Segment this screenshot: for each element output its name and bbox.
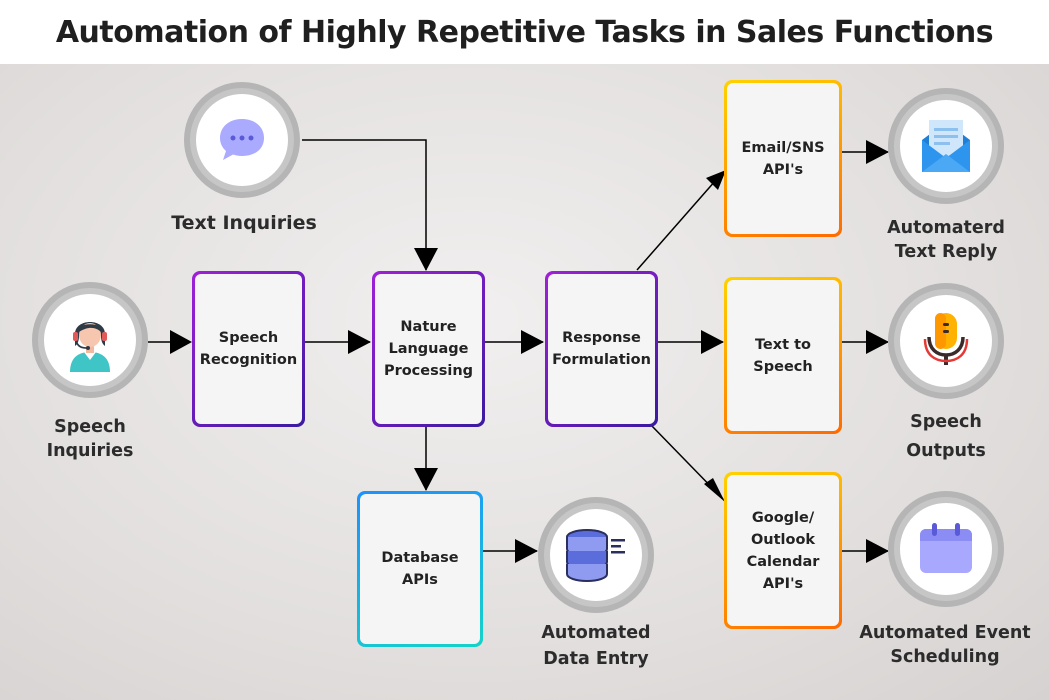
response-formulation-label: Response Formulation (548, 274, 655, 424)
database-api-label: Database APIs (360, 494, 480, 644)
nlp-box: Nature Language Processing (372, 271, 485, 427)
arrow-text-to-nlp (302, 139, 427, 270)
calendar-icon (920, 523, 972, 573)
open-envelope-icon (922, 120, 970, 172)
text-inquiries-label: Text Inquiries (171, 212, 317, 234)
data-entry-label: Automated Data Entry (541, 623, 651, 669)
speech-inquiries-circle (32, 282, 148, 398)
text-inquiries-circle (184, 82, 300, 198)
speech-recognition-label: Speech Recognition (195, 274, 302, 424)
data-entry-circle (538, 497, 654, 613)
page-title: Automation of Highly Repetitive Tasks in… (55, 14, 994, 50)
speech-outputs-circle (888, 283, 1004, 399)
speech-recognition-box: Speech Recognition (192, 271, 305, 427)
event-scheduling-label: Automated Event Scheduling (859, 623, 1031, 667)
microphone-icon (923, 313, 969, 365)
nlp-label: Nature Language Processing (375, 274, 482, 424)
page-title-bar: Automation of Highly Repetitive Tasks in… (0, 0, 1049, 64)
database-icon (566, 529, 625, 583)
text-to-speech-box: Text to Speech (724, 277, 842, 434)
arrow-response-to-email (636, 171, 724, 271)
diagram-canvas (0, 64, 1049, 700)
call-center-agent-icon (70, 322, 110, 372)
email-api-box: Email/SNS API's (724, 80, 842, 237)
speech-outputs-label: Speech Outputs (906, 412, 986, 461)
speech-inquiries-label: Speech Inquiries (46, 417, 134, 461)
email-api-label: Email/SNS API's (727, 83, 839, 234)
text-reply-label: Automaterd Text Reply (887, 218, 1005, 262)
chat-bubble-icon (220, 119, 264, 160)
event-scheduling-circle (888, 491, 1004, 607)
text-reply-circle (888, 88, 1004, 204)
database-api-box: Database APIs (357, 491, 483, 647)
text-to-speech-label: Text to Speech (727, 280, 839, 431)
calendar-api-label: Google/ Outlook Calendar API's (727, 475, 839, 626)
calendar-api-box: Google/ Outlook Calendar API's (724, 472, 842, 629)
response-formulation-box: Response Formulation (545, 271, 658, 427)
